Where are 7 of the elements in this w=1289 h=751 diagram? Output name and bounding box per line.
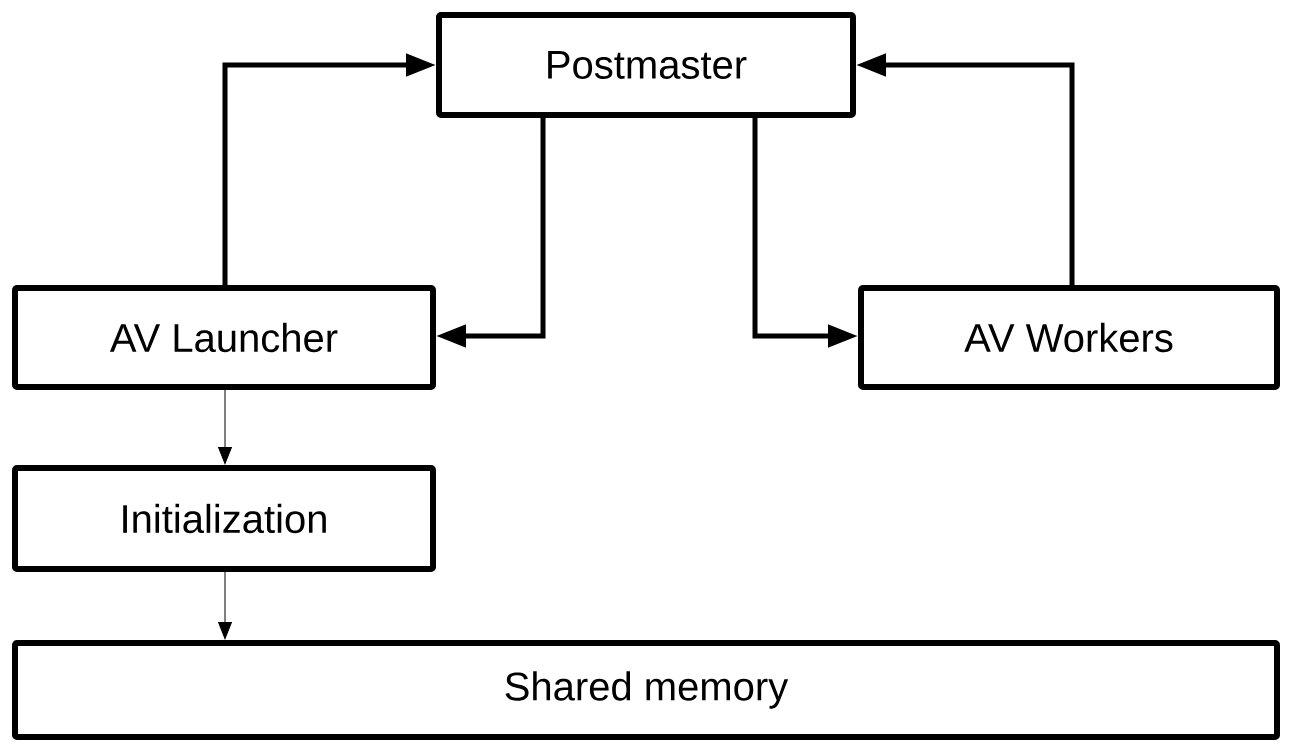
arrow [218,571,232,640]
process-box: Postmaster [436,12,856,118]
process-box: Initialization [12,465,436,572]
process-box: AV Workers [858,285,1280,390]
process-box: Shared memory [12,640,1280,740]
process-box: AV Launcher [12,285,436,390]
arrow [218,389,232,465]
